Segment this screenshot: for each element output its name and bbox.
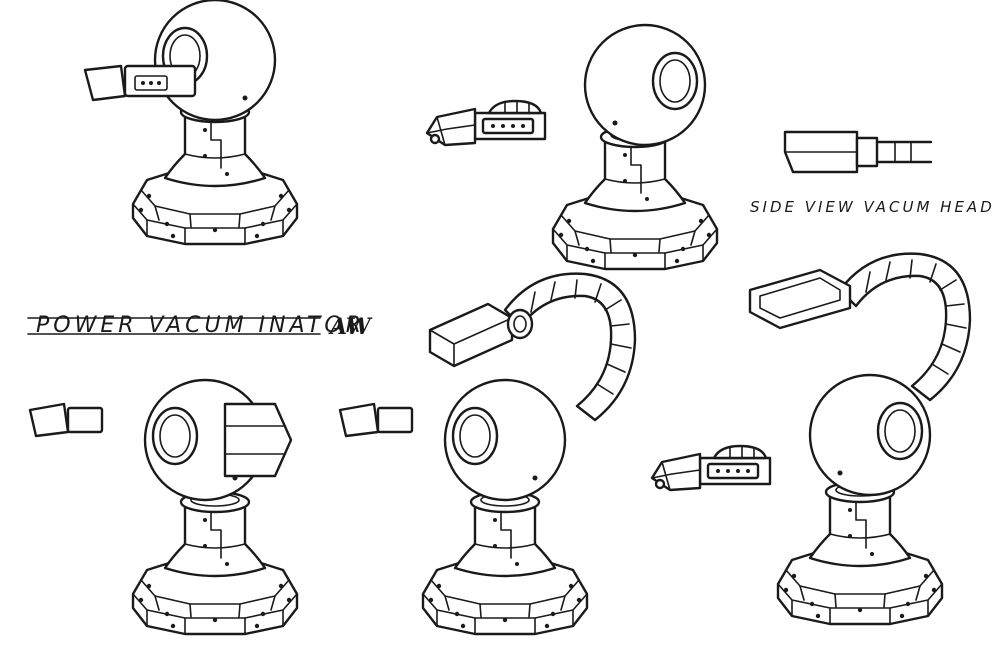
sphere-head-icon (808, 373, 932, 497)
artist-signature: AW (328, 314, 373, 340)
page-title: POWER VACUM INATOR (36, 313, 365, 338)
pedestal-icon (421, 490, 589, 636)
pedestal-icon (551, 125, 719, 271)
side-view-vacuum-head (783, 130, 933, 174)
sphere-head-icon (153, 0, 277, 122)
title-block: POWER VACUM INATOR AW (27, 313, 373, 340)
turret-view-bottom-left (28, 378, 299, 636)
sphere-head-icon (583, 23, 707, 147)
vacuum-nozzle-icon (428, 302, 534, 368)
turret-view-top-center (425, 23, 719, 271)
pedestal-icon (131, 490, 299, 636)
pedestal-icon (131, 100, 299, 246)
turret-view-bottom-center (338, 272, 637, 636)
vacuum-arm-icon (650, 444, 772, 492)
side-view-label: SIDE VIEW VACUM HEAD (750, 198, 995, 216)
turret-view-bottom-right (650, 252, 972, 626)
pedestal-icon (776, 480, 944, 626)
vacuum-arm-icon (425, 99, 547, 147)
sphere-head-icon (443, 378, 567, 502)
turret-view-top-left (83, 0, 299, 246)
vacuum-nozzle-icon (748, 268, 852, 330)
